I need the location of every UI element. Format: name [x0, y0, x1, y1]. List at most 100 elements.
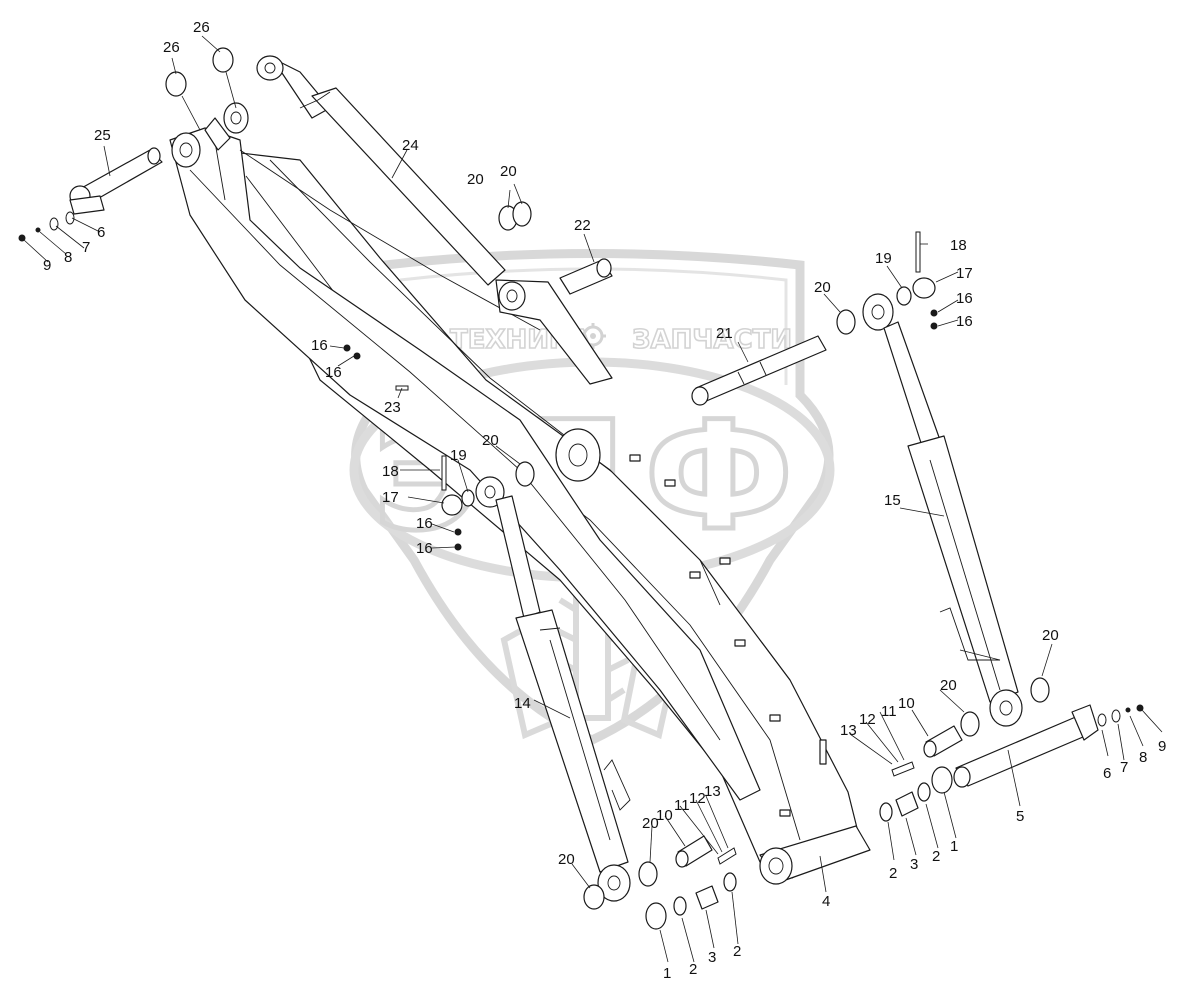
right-cylinder-bottom-eye	[989, 689, 1023, 727]
callout-11: 11	[881, 703, 897, 720]
callout-20: 20	[482, 432, 499, 449]
ring-2d	[917, 782, 931, 802]
washer-20c	[836, 309, 856, 335]
ring-19a	[896, 286, 912, 306]
callout-16: 16	[311, 337, 328, 354]
callout-25: 25	[94, 127, 111, 144]
callout-23: 23	[384, 399, 401, 416]
ring-2c	[879, 802, 893, 822]
callout-12: 12	[689, 790, 706, 807]
callout-12: 12	[859, 711, 876, 728]
callout-7: 7	[1120, 759, 1128, 776]
boom-foot-boss	[759, 847, 793, 885]
washer-20f	[638, 861, 658, 887]
left-cylinder-pipe	[603, 759, 631, 811]
left-cylinder-rod	[495, 495, 541, 619]
callout-2: 2	[932, 848, 940, 865]
bushing-3b	[895, 791, 919, 817]
callout-3: 3	[910, 856, 918, 873]
bucket-cylinder	[256, 55, 613, 385]
callout-20: 20	[500, 163, 517, 180]
washer-1b	[931, 766, 953, 794]
boom-cylinder-boss	[555, 428, 601, 482]
bucket-cylinder-barrel	[311, 87, 506, 286]
callout-22: 22	[574, 217, 591, 234]
callout-8: 8	[64, 249, 72, 266]
washer-20h	[1030, 677, 1050, 703]
boom-cylinder-right	[862, 293, 1023, 727]
callout-1: 1	[950, 838, 958, 855]
right-cylinder-eye	[862, 293, 894, 331]
callout-16: 16	[325, 364, 342, 381]
callout-9: 9	[43, 257, 51, 274]
callout-8: 8	[1139, 749, 1147, 766]
boom-pads	[629, 454, 827, 817]
callout-3: 3	[708, 949, 716, 966]
pin-10-right	[923, 725, 963, 758]
callout-26: 26	[193, 19, 210, 36]
callout-20: 20	[1042, 627, 1059, 644]
bushing-3a	[695, 885, 719, 910]
ring-19b	[461, 489, 475, 507]
boom-cylinder-left	[475, 476, 631, 902]
callout-20: 20	[467, 171, 484, 188]
washer-20d	[515, 461, 535, 487]
callout-6: 6	[97, 224, 105, 241]
washers	[165, 47, 1050, 930]
washer-20b	[512, 201, 532, 227]
callout-17: 17	[382, 489, 399, 506]
ring-2b	[723, 872, 737, 892]
callout-16: 16	[416, 540, 433, 557]
pin-25	[69, 147, 163, 215]
callout-11: 11	[674, 797, 690, 814]
left-cylinder-bottom-eye	[597, 864, 631, 902]
washer-26b	[212, 47, 234, 73]
callout-1: 1	[663, 965, 671, 982]
pin-22	[559, 258, 613, 295]
callout-10: 10	[656, 807, 673, 824]
callout-18: 18	[950, 237, 967, 254]
callout-20: 20	[558, 851, 575, 868]
callout-7: 7	[82, 239, 90, 256]
callout-2: 2	[733, 943, 741, 960]
callout-16: 16	[956, 313, 973, 330]
callout-19: 19	[450, 447, 467, 464]
callout-13: 13	[704, 783, 721, 800]
callout-labels: 26 26 25 24 20 20 22 18 19 17 20 16 16 2…	[43, 19, 1166, 982]
callout-20: 20	[642, 815, 659, 832]
callout-13: 13	[840, 722, 857, 739]
callout-20: 20	[814, 279, 831, 296]
watermark-right-word: ЗАПЧАСТИ	[632, 325, 792, 355]
collar-17a	[912, 277, 936, 299]
callout-2: 2	[889, 865, 897, 882]
washer-20g	[960, 711, 980, 737]
ring-2a	[673, 896, 687, 916]
left-cylinder-barrel	[515, 609, 629, 873]
callout-4: 4	[822, 893, 830, 910]
callout-2: 2	[689, 961, 697, 978]
bucket-cylinder-eye	[256, 55, 284, 81]
callout-20: 20	[940, 677, 957, 694]
arm-link-boss	[223, 102, 249, 134]
callout-21: 21	[716, 325, 733, 342]
callout-24: 24	[402, 137, 419, 154]
collar-17b	[441, 494, 463, 516]
callout-14: 14	[514, 695, 531, 712]
pin-21	[691, 335, 827, 406]
pin-5	[953, 704, 1099, 788]
washer-26a	[165, 71, 187, 97]
arm-pivot-boss	[171, 132, 201, 168]
callout-17: 17	[956, 265, 973, 282]
right-cylinder-pipe	[939, 607, 1001, 661]
callout-9: 9	[1158, 738, 1166, 755]
right-cylinder-rod	[883, 321, 941, 447]
washer-1a	[645, 902, 667, 930]
leader-lines	[23, 35, 1163, 963]
callout-15: 15	[884, 492, 901, 509]
callout-16: 16	[416, 515, 433, 532]
boom-top-bracket	[495, 279, 613, 385]
arm-structure	[169, 102, 761, 801]
callout-26: 26	[163, 39, 180, 56]
arm-bracket	[204, 117, 231, 151]
